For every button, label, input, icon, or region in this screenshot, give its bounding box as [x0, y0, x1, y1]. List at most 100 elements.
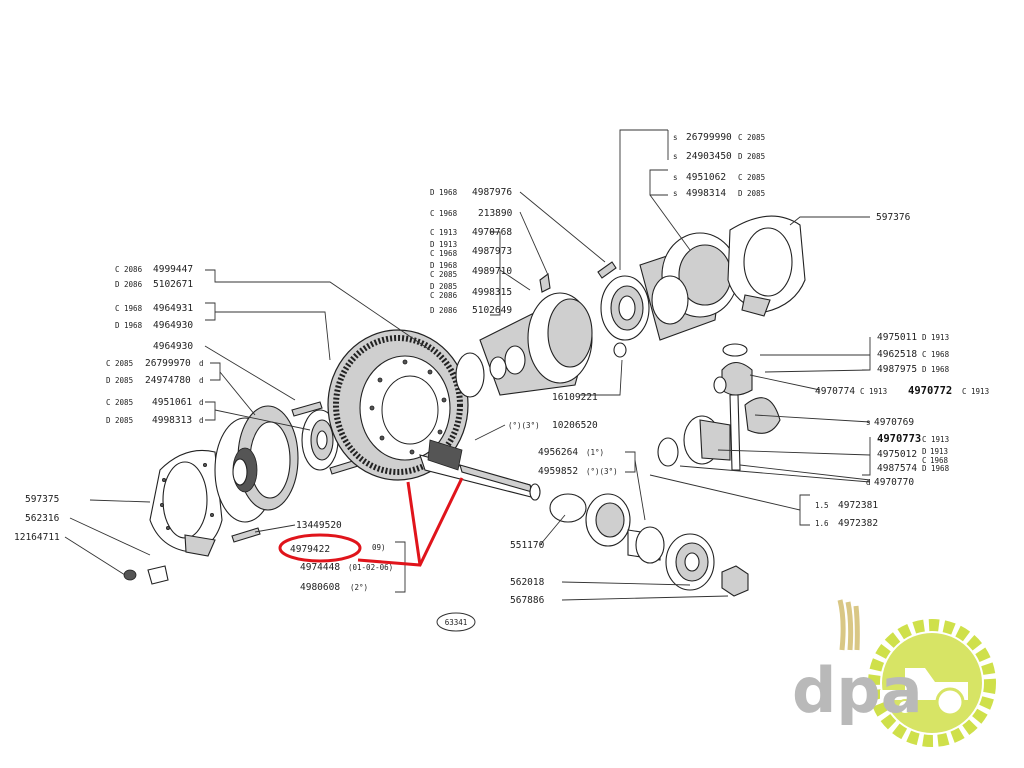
dpa-logo: dpa — [792, 599, 996, 747]
code-label: C 1913 — [860, 387, 887, 396]
part-number-label[interactable]: 13449520 — [296, 520, 342, 531]
code-label: d — [199, 416, 204, 425]
parts-drawing — [123, 215, 806, 597]
code-label: C 2085 — [738, 133, 765, 142]
diagram-number-badge: 63341 — [436, 612, 476, 632]
part-number-label[interactable]: 4987975 — [877, 364, 917, 375]
part-number-label[interactable]: 562018 — [510, 577, 545, 588]
part-number-label[interactable]: 4987574 — [877, 463, 917, 474]
code-label: C — [922, 456, 927, 465]
code-label: C 1968 — [430, 249, 458, 258]
part-number-label[interactable]: 5102649 — [472, 305, 512, 316]
pin — [231, 527, 261, 543]
code-label: 1.6 — [815, 519, 829, 528]
part-number-label[interactable]: 24974780 — [145, 375, 191, 386]
code-label: 1.5 — [815, 501, 829, 510]
tractor-wheel-small-icon — [897, 699, 913, 715]
bearing-outer — [665, 533, 715, 591]
code-label: C 1913 — [922, 435, 949, 444]
part-number-label[interactable]: 4956264 — [538, 447, 578, 458]
tab-washer — [147, 565, 169, 585]
part-number-label[interactable]: 597376 — [876, 212, 911, 223]
code-label: D 1968 — [922, 464, 950, 473]
part-number-label[interactable]: 4998313 — [152, 415, 192, 426]
part-number-label[interactable]: 4989710 — [472, 266, 512, 277]
part-number-label[interactable]: 12164711 — [14, 532, 60, 543]
part-labels[interactable]: s 26799990 C 2085 s 24903450 D 2085 s 49… — [14, 132, 989, 606]
part-number-label[interactable]: 4980608 — [300, 582, 340, 593]
part-number-label[interactable]: 4964930 — [153, 341, 193, 352]
part-number-label[interactable]: 4970769 — [874, 417, 914, 428]
wheat-icon — [837, 599, 860, 651]
carrier-housing — [639, 232, 739, 341]
differential-case — [455, 292, 593, 398]
code-label: D 1968 — [430, 261, 458, 270]
code-label: s — [866, 418, 871, 427]
part-number-label[interactable]: 16109221 — [552, 392, 598, 403]
part-number-label[interactable]: 4964930 — [153, 320, 193, 331]
highlight-arrow-b — [406, 481, 422, 566]
part-number-label[interactable]: 597375 — [25, 494, 59, 505]
code-label: D 2085 — [738, 189, 765, 198]
part-number-label[interactable]: 4972381 — [838, 500, 878, 511]
washer-small — [613, 342, 627, 358]
part-number-label[interactable]: 4998314 — [686, 188, 726, 199]
part-number-label[interactable]: 4972382 — [838, 518, 878, 529]
code-label: 1913 — [930, 447, 948, 456]
part-number-label-highlighted[interactable]: 4979422 — [290, 544, 330, 555]
part-number-label[interactable]: 5102671 — [153, 279, 193, 290]
code-label: C 1968 — [922, 350, 950, 359]
part-number-label[interactable]: 24903450 — [686, 151, 732, 162]
pin-small — [539, 273, 551, 293]
bearing-center — [600, 275, 650, 341]
part-number-label[interactable]: 562316 — [25, 513, 60, 524]
code-label: D 2085 — [430, 282, 457, 291]
part-number-label[interactable]: 4975011 — [877, 332, 917, 343]
part-number-label[interactable]: 4987973 — [472, 246, 512, 257]
plug — [123, 569, 137, 581]
part-number-label[interactable]: 4970770 — [874, 477, 914, 488]
code-label: 1968 — [930, 456, 949, 465]
part-number-label[interactable]: 4998315 — [472, 287, 512, 298]
spider-gears — [657, 343, 781, 471]
shim-551170 — [549, 493, 587, 523]
pin-top — [597, 261, 617, 279]
highlight-marker — [278, 477, 464, 567]
part-number-label[interactable]: 213890 — [478, 208, 513, 219]
part-number-label[interactable]: 10206520 — [552, 420, 598, 431]
part-number-label[interactable]: 4987976 — [472, 187, 512, 198]
bearing-housing-left — [214, 405, 299, 523]
code-label: D 2086 — [115, 280, 143, 289]
part-number-label[interactable]: 4951062 — [686, 172, 726, 183]
part-number-label[interactable]: 567886 — [510, 595, 545, 606]
code-label: d — [866, 478, 871, 487]
part-number-label[interactable]: 4975012 — [877, 449, 917, 460]
flange-plate-left — [149, 449, 223, 557]
code-label: D 1913 — [430, 240, 457, 249]
code-label: C 2085 — [106, 359, 133, 368]
part-number-label[interactable]: 551170 — [510, 540, 545, 551]
part-number-label[interactable]: 26799970 — [145, 358, 191, 369]
part-number-label[interactable]: 4970772 — [908, 385, 952, 397]
logo-text: dpa — [792, 654, 923, 727]
part-number-label[interactable]: 4999447 — [153, 264, 193, 275]
code-label: D 2085 — [106, 416, 133, 425]
part-number-label[interactable]: 4974448 — [300, 562, 340, 573]
part-number-label[interactable]: 4970774 — [815, 386, 855, 397]
pinion-shaft — [419, 439, 541, 501]
code-label: (01-02-06) — [348, 563, 393, 572]
part-number-label[interactable]: 4959852 — [538, 466, 578, 477]
code-label: s — [673, 173, 678, 182]
code-label: s — [673, 152, 678, 161]
part-number-label[interactable]: 4964931 — [153, 303, 193, 314]
code-label: s — [673, 189, 678, 198]
part-number-label[interactable]: 26799990 — [686, 132, 732, 143]
part-number-label[interactable]: 4951061 — [152, 397, 192, 408]
shim-rings — [635, 526, 665, 564]
bearing-pinion — [585, 493, 631, 547]
code-label: 09) — [372, 543, 386, 552]
part-number-label[interactable]: 4962518 — [877, 349, 917, 360]
part-number-label[interactable]: 4970773 — [877, 433, 921, 445]
part-number-label[interactable]: 4970768 — [472, 227, 512, 238]
tractor-wheel-icon — [935, 687, 965, 717]
